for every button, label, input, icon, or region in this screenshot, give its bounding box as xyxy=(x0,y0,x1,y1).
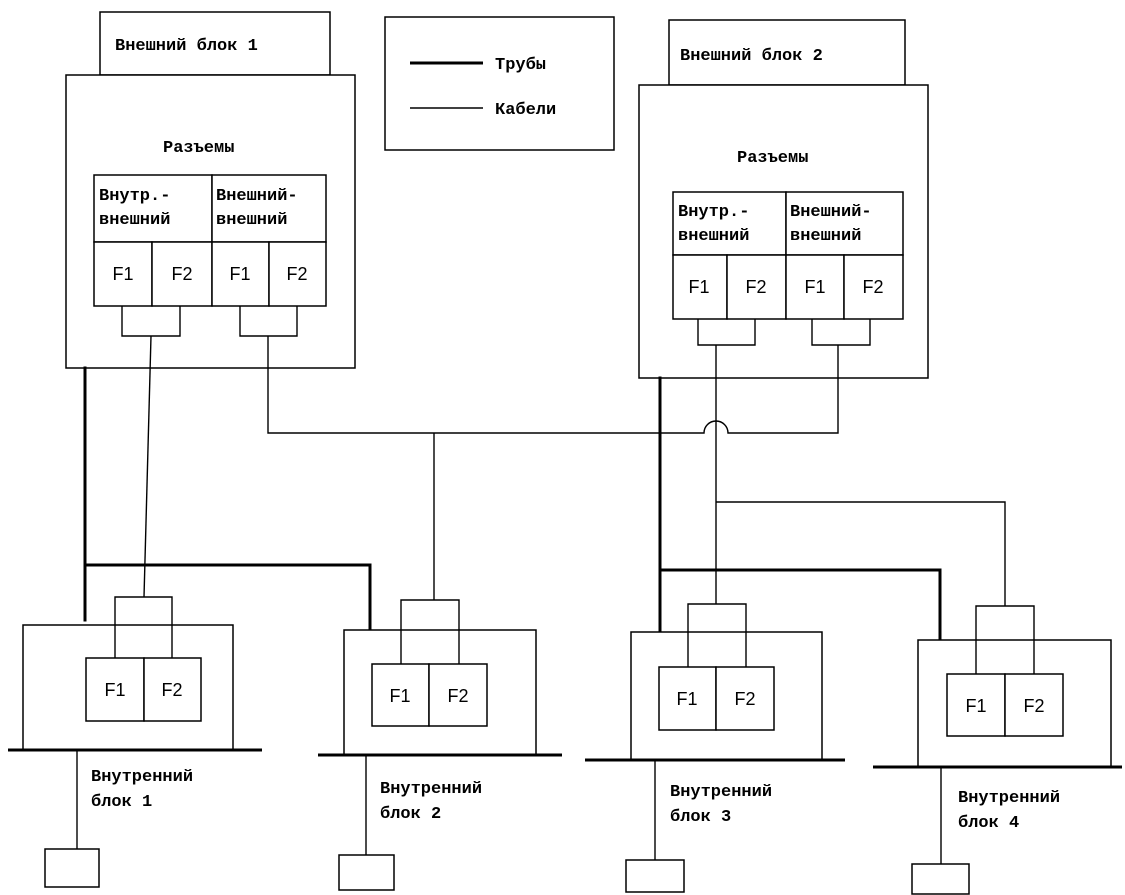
indoor-unit-label-line2: блок 3 xyxy=(670,808,731,827)
port-cell xyxy=(715,666,775,731)
connector-header-line1: Внутр.- xyxy=(678,203,749,222)
indoor-unit-2: F1 F2 Внутренний блок 2 xyxy=(318,599,562,891)
connector-header-line1: Внутр.- xyxy=(99,187,170,206)
indoor-unit-3: F1 F2 Внутренний блок 3 xyxy=(585,603,845,893)
outdoor-unit-title: Внешний блок 1 xyxy=(115,37,258,56)
legend: Трубы Кабели xyxy=(384,16,615,151)
port-label: F2 xyxy=(862,277,883,297)
pipes xyxy=(83,366,942,642)
port-label: F1 xyxy=(688,277,709,297)
port-cell xyxy=(93,241,153,307)
terminal-bracket xyxy=(114,596,173,658)
port-label: F2 xyxy=(447,686,468,706)
port-label: F2 xyxy=(161,680,182,700)
terminal-bracket xyxy=(975,605,1035,674)
outdoor-unit-2: Внешний блок 2 Разъемы Внутр.- внешний В… xyxy=(638,19,929,379)
port-label: F1 xyxy=(112,264,133,284)
port-label: F2 xyxy=(171,264,192,284)
legend-pipes-label: Трубы xyxy=(495,56,546,75)
port-cell xyxy=(672,254,728,320)
indoor-unit-1: F1 F2 Внутренний блок 1 xyxy=(8,596,262,888)
legend-cables-label: Кабели xyxy=(495,101,556,120)
port-cell xyxy=(843,254,904,320)
connector-header-line1: Внешний- xyxy=(216,187,298,206)
connector-header-indoor-outdoor xyxy=(93,174,213,243)
port-cell xyxy=(428,663,488,727)
port-label: F2 xyxy=(745,277,766,297)
port-label: F1 xyxy=(104,680,125,700)
connector-header-indoor-outdoor xyxy=(672,191,787,256)
legend-box xyxy=(384,16,615,151)
indoor-unit-label-line1: Внутренний xyxy=(958,789,1060,808)
connector-header-line2: внешний xyxy=(678,227,749,246)
pipe-branch-4 xyxy=(658,568,942,642)
indoor-unit-label-line1: Внутренний xyxy=(670,783,772,802)
terminal-bracket xyxy=(697,319,756,346)
outdoor-unit-title-box xyxy=(668,19,906,86)
port-cell xyxy=(726,254,787,320)
outdoor-unit-title: Внешний блок 2 xyxy=(680,47,823,66)
connector-header-line2: внешний xyxy=(216,211,287,230)
cables xyxy=(143,335,1006,606)
remote-controller xyxy=(338,854,395,891)
indoor-unit-4: F1 F2 Внутренний блок 4 xyxy=(873,605,1122,895)
connector-header-outdoor-outdoor xyxy=(785,191,904,256)
port-cell xyxy=(268,241,327,307)
terminal-bracket xyxy=(687,603,747,667)
connectors-title: Разъемы xyxy=(163,139,234,158)
terminal-bracket xyxy=(400,599,460,664)
port-cell xyxy=(785,254,845,320)
port-label: F1 xyxy=(804,277,825,297)
port-cell xyxy=(143,657,202,722)
connector-header-line2: внешний xyxy=(99,211,170,230)
port-label: F2 xyxy=(734,689,755,709)
port-cell xyxy=(1004,673,1064,737)
port-label: F2 xyxy=(286,264,307,284)
indoor-unit-label-line1: Внутренний xyxy=(91,768,193,787)
connector-header-line2: внешний xyxy=(790,227,861,246)
cable-to-iu4 xyxy=(716,501,1006,606)
port-label: F2 xyxy=(1023,696,1044,716)
indoor-unit-label-line1: Внутренний xyxy=(380,780,482,799)
indoor-unit-label-line2: блок 4 xyxy=(958,814,1019,833)
indoor-unit-label-line2: блок 1 xyxy=(91,793,152,812)
connectors-title: Разъемы xyxy=(737,149,808,168)
outdoor-unit-1: Внешний блок 1 Разъемы Внутр.- внешний В… xyxy=(65,11,356,369)
cable-ou1-iu1 xyxy=(143,335,152,598)
port-cell xyxy=(371,663,430,727)
connector-header-outdoor-outdoor xyxy=(211,174,327,243)
remote-controller xyxy=(44,848,100,888)
indoor-unit-label-line2: блок 2 xyxy=(380,805,441,824)
port-cell xyxy=(658,666,717,731)
remote-controller xyxy=(911,863,970,895)
port-cell xyxy=(151,241,213,307)
port-label: F1 xyxy=(389,686,410,706)
connector-header-line1: Внешний- xyxy=(790,203,872,222)
port-label: F1 xyxy=(676,689,697,709)
terminal-bracket xyxy=(811,319,871,346)
pipe-branch-2 xyxy=(83,563,372,632)
port-label: F1 xyxy=(229,264,250,284)
port-label: F1 xyxy=(965,696,986,716)
outdoor-unit-title-box xyxy=(99,11,331,76)
remote-controller xyxy=(625,859,685,893)
